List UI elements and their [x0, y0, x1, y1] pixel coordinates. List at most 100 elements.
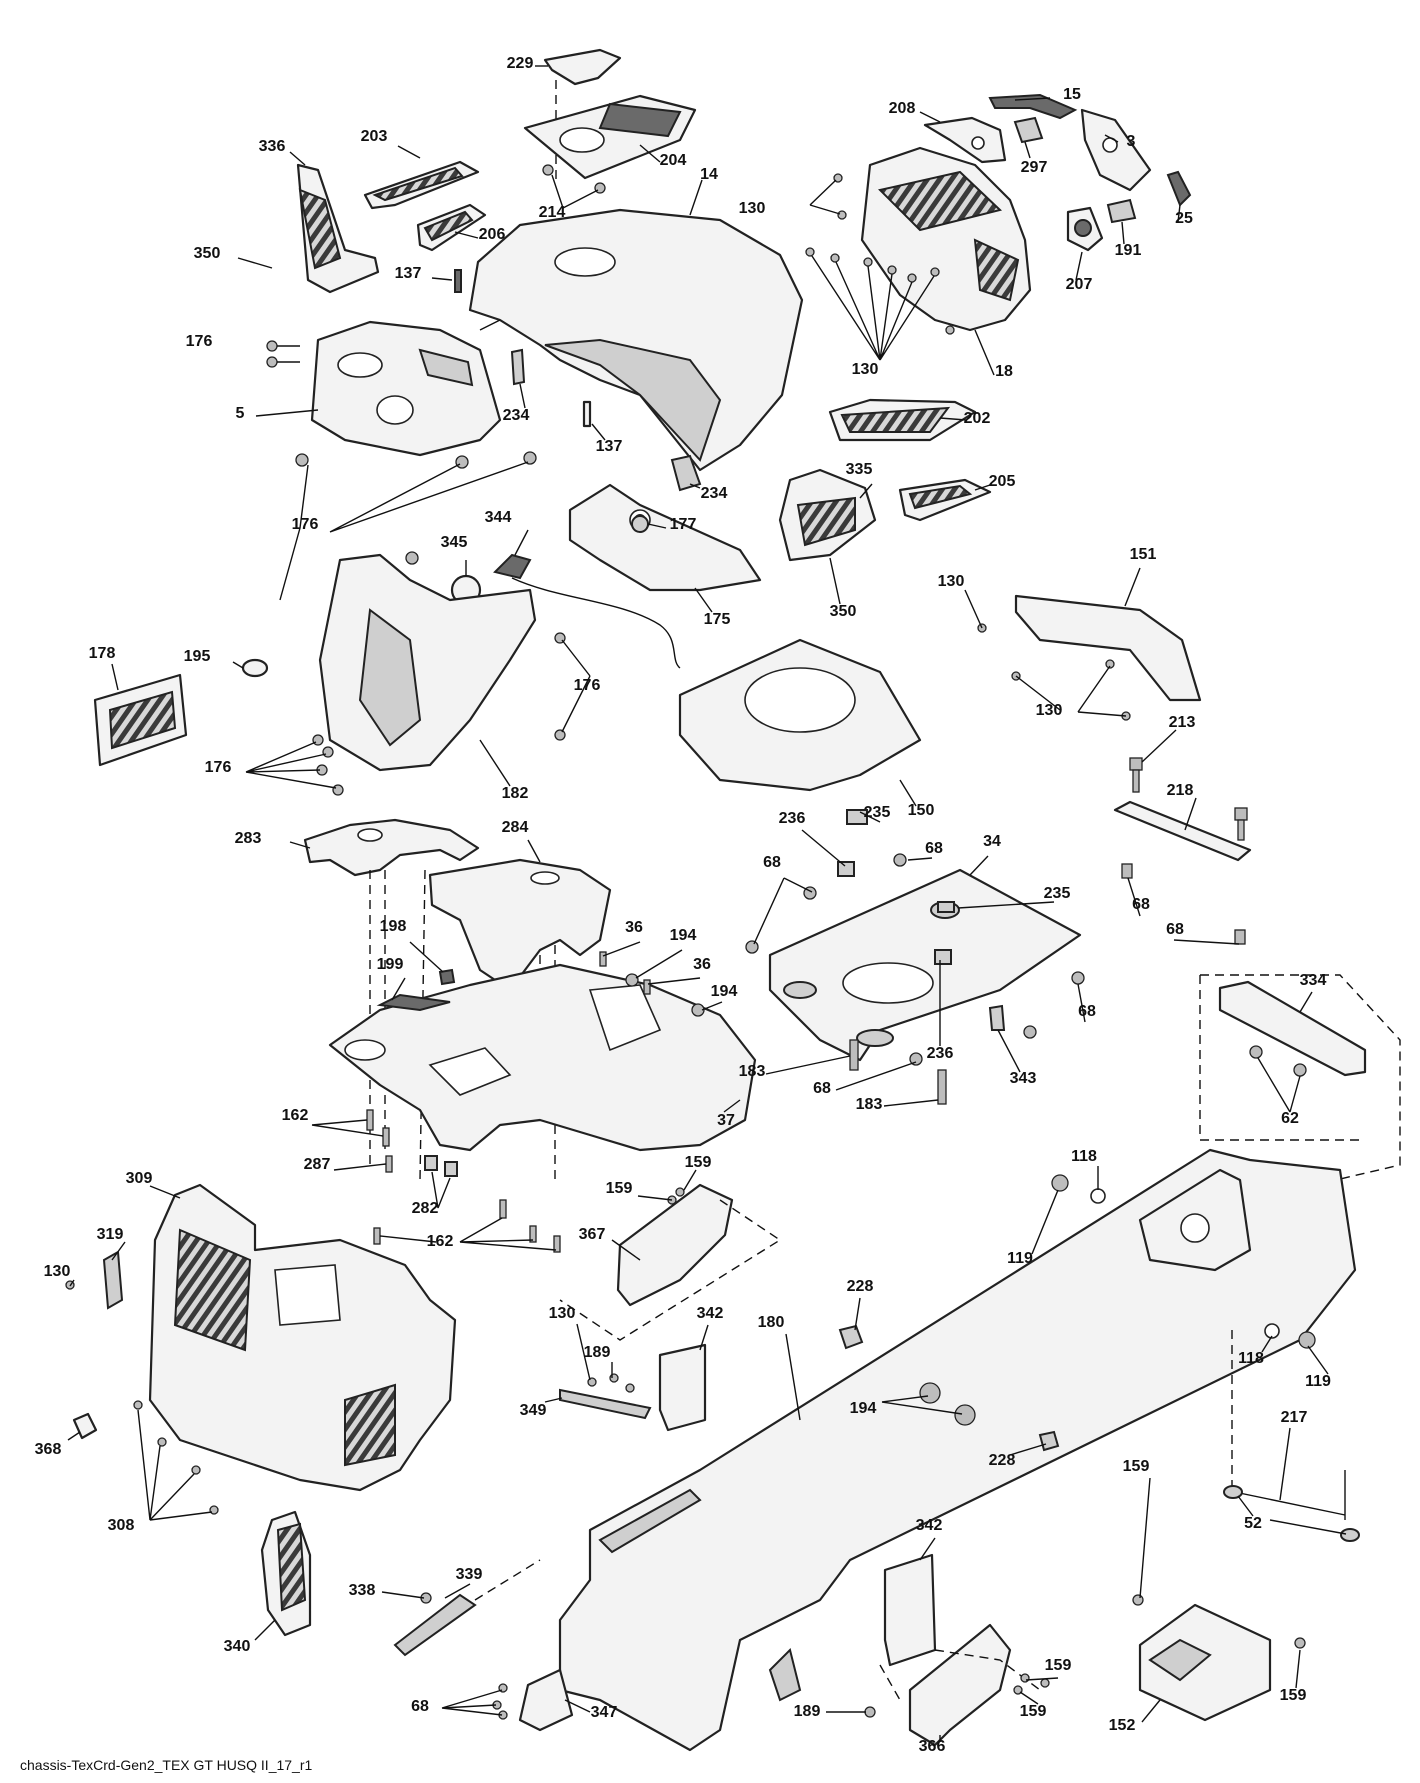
part-label-183a: 183 — [739, 1063, 766, 1080]
part-label-207: 207 — [1066, 276, 1093, 293]
part-283-fender-cover — [303, 818, 480, 877]
part-label-214: 214 — [539, 204, 566, 221]
part-229-cover — [543, 48, 622, 86]
part-label-206: 206 — [479, 226, 506, 243]
part-label-68g: 68 — [411, 1698, 429, 1715]
part-label-228a: 228 — [847, 1278, 874, 1295]
part-207-lamp — [1066, 206, 1104, 252]
part-label-342b: 342 — [916, 1517, 943, 1534]
part-label-368: 368 — [35, 1441, 62, 1458]
part-label-118b: 118 — [1238, 1350, 1264, 1367]
part-137-strip — [454, 269, 592, 428]
part-25-clip — [1166, 170, 1192, 207]
part-label-234b: 234 — [701, 485, 728, 502]
drawing-caption: chassis-TexCrd-Gen2_TEX GT HUSQ II_17_r1 — [20, 1757, 313, 1773]
part-297-knob — [1013, 116, 1044, 144]
part-183-bolts — [849, 1039, 947, 1105]
part-152-cover — [1138, 1603, 1272, 1722]
part-150-floor-pan — [678, 638, 922, 792]
part-label-235a: 235 — [864, 804, 891, 821]
part-162-287-screws — [366, 1109, 561, 1253]
part-label-350b: 350 — [830, 603, 857, 620]
part-309-front-grille — [148, 1183, 457, 1492]
part-218-plate — [1113, 800, 1252, 862]
part-label-191: 191 — [1115, 242, 1142, 259]
part-label-151: 151 — [1130, 546, 1157, 563]
part-label-118a: 118 — [1071, 1148, 1097, 1165]
part-label-180: 180 — [758, 1314, 785, 1331]
part-18-front-grille-housing — [860, 146, 1032, 332]
part-label-175: 175 — [704, 611, 731, 628]
part-label-194a: 194 — [670, 927, 697, 944]
part-label-342a: 342 — [697, 1305, 724, 1322]
part-label-335: 335 — [846, 461, 873, 478]
part-label-177: 177 — [670, 516, 697, 533]
part-label-309: 309 — [126, 1170, 153, 1187]
part-label-336: 336 — [259, 138, 286, 155]
part-204-top-panel — [523, 94, 697, 180]
part-52-bushings — [1223, 1485, 1360, 1542]
part-label-195: 195 — [184, 648, 211, 665]
part-label-34: 34 — [983, 833, 1001, 850]
part-340-grille-insert — [260, 1510, 312, 1637]
part-335-side-panel — [778, 468, 877, 562]
part-label-228b: 228 — [989, 1452, 1016, 1469]
part-label-68f: 68 — [813, 1080, 831, 1097]
part-308-screws — [133, 1400, 219, 1521]
part-176-screws-top — [266, 340, 537, 469]
part-366-bracket — [908, 1623, 1012, 1747]
part-336-side-panel — [296, 163, 380, 294]
part-228-bolts — [838, 1324, 1060, 1452]
leader-lines — [67, 65, 1347, 1742]
part-label-340: 340 — [224, 1638, 251, 1655]
part-label-297: 297 — [1021, 159, 1048, 176]
part-label-218: 218 — [1167, 782, 1194, 799]
part-label-150: 150 — [908, 802, 935, 819]
part-189-130-screws — [587, 1373, 635, 1393]
part-208-bracket — [923, 116, 1007, 164]
part-236-spacers — [837, 861, 952, 965]
part-label-36a: 36 — [625, 919, 643, 936]
part-label-176d: 176 — [205, 759, 232, 776]
part-label-287: 287 — [304, 1156, 331, 1173]
part-label-162a: 162 — [282, 1107, 309, 1124]
part-176-screws-bottom — [245, 551, 566, 796]
part-label-282: 282 — [412, 1200, 439, 1217]
part-label-367: 367 — [579, 1226, 606, 1243]
part-182-lower-dash — [318, 553, 537, 772]
part-label-62: 62 — [1281, 1110, 1299, 1127]
part-label-130a: 130 — [739, 200, 766, 217]
part-label-345: 345 — [441, 534, 468, 551]
part-label-130d: 130 — [1036, 702, 1063, 719]
part-label-334: 334 — [1300, 972, 1327, 989]
part-178-vent-plate — [93, 673, 188, 767]
part-36-screws — [599, 951, 651, 995]
part-label-25: 25 — [1175, 210, 1193, 227]
part-334-bracket — [1218, 980, 1367, 1077]
part-label-152: 152 — [1109, 1717, 1136, 1734]
part-label-18: 18 — [995, 363, 1013, 380]
part-217-rod — [1224, 1470, 1346, 1520]
part-label-208: 208 — [889, 100, 916, 117]
part-label-130e: 130 — [44, 1263, 71, 1280]
part-label-130c: 130 — [938, 573, 965, 590]
part-151-bracket — [1014, 594, 1202, 702]
part-label-338: 338 — [349, 1582, 376, 1599]
part-194-nuts — [625, 973, 705, 1017]
part-label-68a: 68 — [925, 840, 943, 857]
part-180-main-frame — [558, 1148, 1357, 1752]
part-130-screws-grille — [805, 173, 955, 361]
part-14-hood — [468, 208, 804, 472]
part-label-159f: 159 — [1020, 1703, 1047, 1720]
part-label-5: 5 — [236, 405, 245, 422]
part-label-194c: 194 — [850, 1400, 877, 1417]
part-label-343: 343 — [1010, 1070, 1037, 1087]
part-177-nut — [631, 515, 649, 533]
part-213-bolts — [1129, 757, 1248, 841]
part-label-130b: 130 — [852, 361, 879, 378]
part-367-bracket — [616, 1183, 734, 1307]
part-label-349: 349 — [520, 1402, 547, 1419]
